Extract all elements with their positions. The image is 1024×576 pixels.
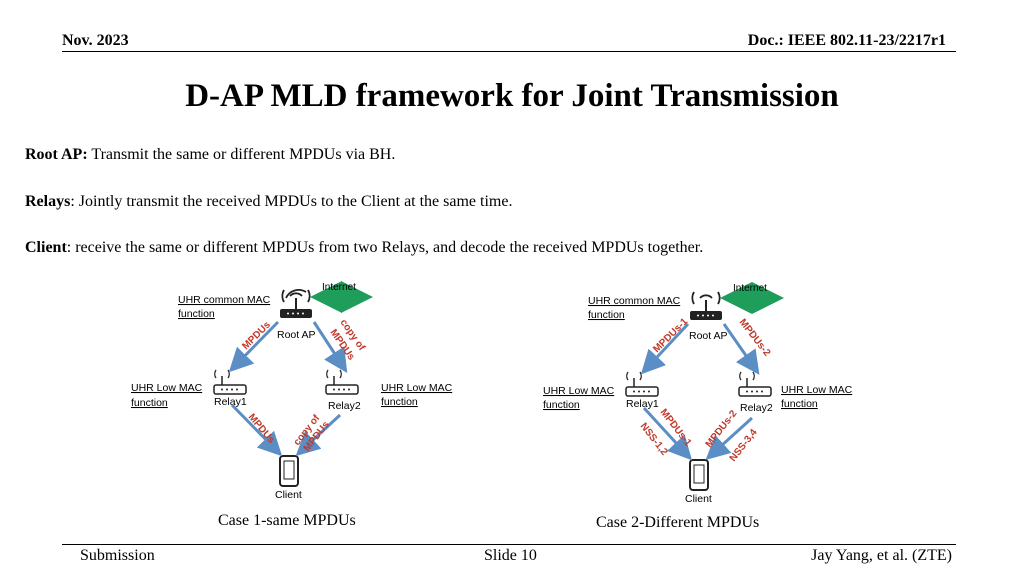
arrow-relay2-to-client (705, 416, 754, 461)
common-mac-label: function (588, 309, 625, 321)
relay2-label: Relay2 (328, 400, 361, 412)
arrow-relay1-to-client (642, 406, 693, 461)
common-mac-label: function (178, 308, 215, 320)
label-relay2-client: NSS-3,4 (728, 427, 760, 464)
bullet-term: Root AP: (25, 146, 88, 163)
bullet-term: Relays (25, 193, 71, 210)
root-ap-icon (690, 291, 722, 320)
arrow-relay2-to-client (295, 413, 342, 457)
footer-rule (62, 544, 956, 545)
left-low-mac-label: UHR Low MAC (131, 382, 203, 394)
footer-submission: Submission (80, 547, 155, 564)
internet-label: Internet (322, 282, 356, 293)
client-label: Client (685, 493, 712, 505)
relay2-icon (325, 369, 359, 395)
arrow-relay1-to-client (230, 403, 283, 457)
arrow-root-to-relay2 (722, 323, 760, 375)
client-phone-icon (689, 459, 709, 491)
label-root-relay1: MPDUs-1 (651, 316, 690, 355)
right-low-mac-label: UHR Low MAC (781, 384, 853, 396)
relay1-icon (625, 371, 659, 397)
relay1-label: Relay1 (626, 398, 659, 410)
bullet-text: Transmit the same or different MPDUs via… (87, 146, 396, 163)
bullet-term: Client (25, 239, 67, 256)
root-ap-label: Root AP (277, 329, 316, 341)
relay1-icon (213, 369, 247, 395)
right-low-mac-label: UHR Low MAC (381, 382, 453, 394)
bullet-client: Client: receive the same or different MP… (25, 239, 703, 257)
left-low-mac-label: function (131, 397, 168, 409)
header-doc-id: Doc.: IEEE 802.11-23/2217r1 (747, 32, 946, 49)
right-low-mac-label: function (781, 398, 818, 410)
root-ap-icon (280, 289, 312, 318)
header-date: Nov. 2023 (62, 32, 129, 49)
root-ap-label: Root AP (689, 330, 728, 342)
common-mac-label: UHR common MAC (588, 295, 681, 307)
left-low-mac-label: function (543, 399, 580, 411)
bullet-root-ap: Root AP: Transmit the same or different … (25, 146, 395, 164)
common-mac-label: UHR common MAC (178, 294, 271, 306)
client-label: Client (275, 489, 302, 501)
relay2-label: Relay2 (740, 402, 773, 414)
client-phone-icon (279, 455, 299, 487)
case1-caption: Case 1-same MPDUs (218, 512, 356, 529)
case2-caption: Case 2-Different MPDUs (596, 514, 760, 531)
footer-author: Jay Yang, et al. (ZTE) (811, 547, 952, 564)
header-rule (62, 51, 956, 52)
arrow-root-to-relay2 (312, 321, 348, 374)
left-low-mac-label: UHR Low MAC (543, 385, 615, 397)
arrow-root-to-relay1 (640, 322, 690, 375)
bullet-text: : receive the same or different MPDUs fr… (66, 239, 704, 256)
arrow-root-to-relay1 (228, 320, 280, 373)
slide-title: D-AP MLD framework for Joint Transmissio… (185, 78, 839, 114)
label-relay1-client: NSS-1,2 (638, 421, 670, 458)
relay2-icon (738, 371, 772, 397)
footer-slide-number: Slide 10 (484, 547, 537, 564)
relay1-label: Relay1 (214, 396, 247, 408)
bullet-relays: Relays: Jointly transmit the received MP… (25, 193, 512, 211)
right-low-mac-label: function (381, 396, 418, 408)
internet-label: Internet (733, 283, 767, 294)
bullet-text: : Jointly transmit the received MPDUs to… (70, 193, 513, 210)
